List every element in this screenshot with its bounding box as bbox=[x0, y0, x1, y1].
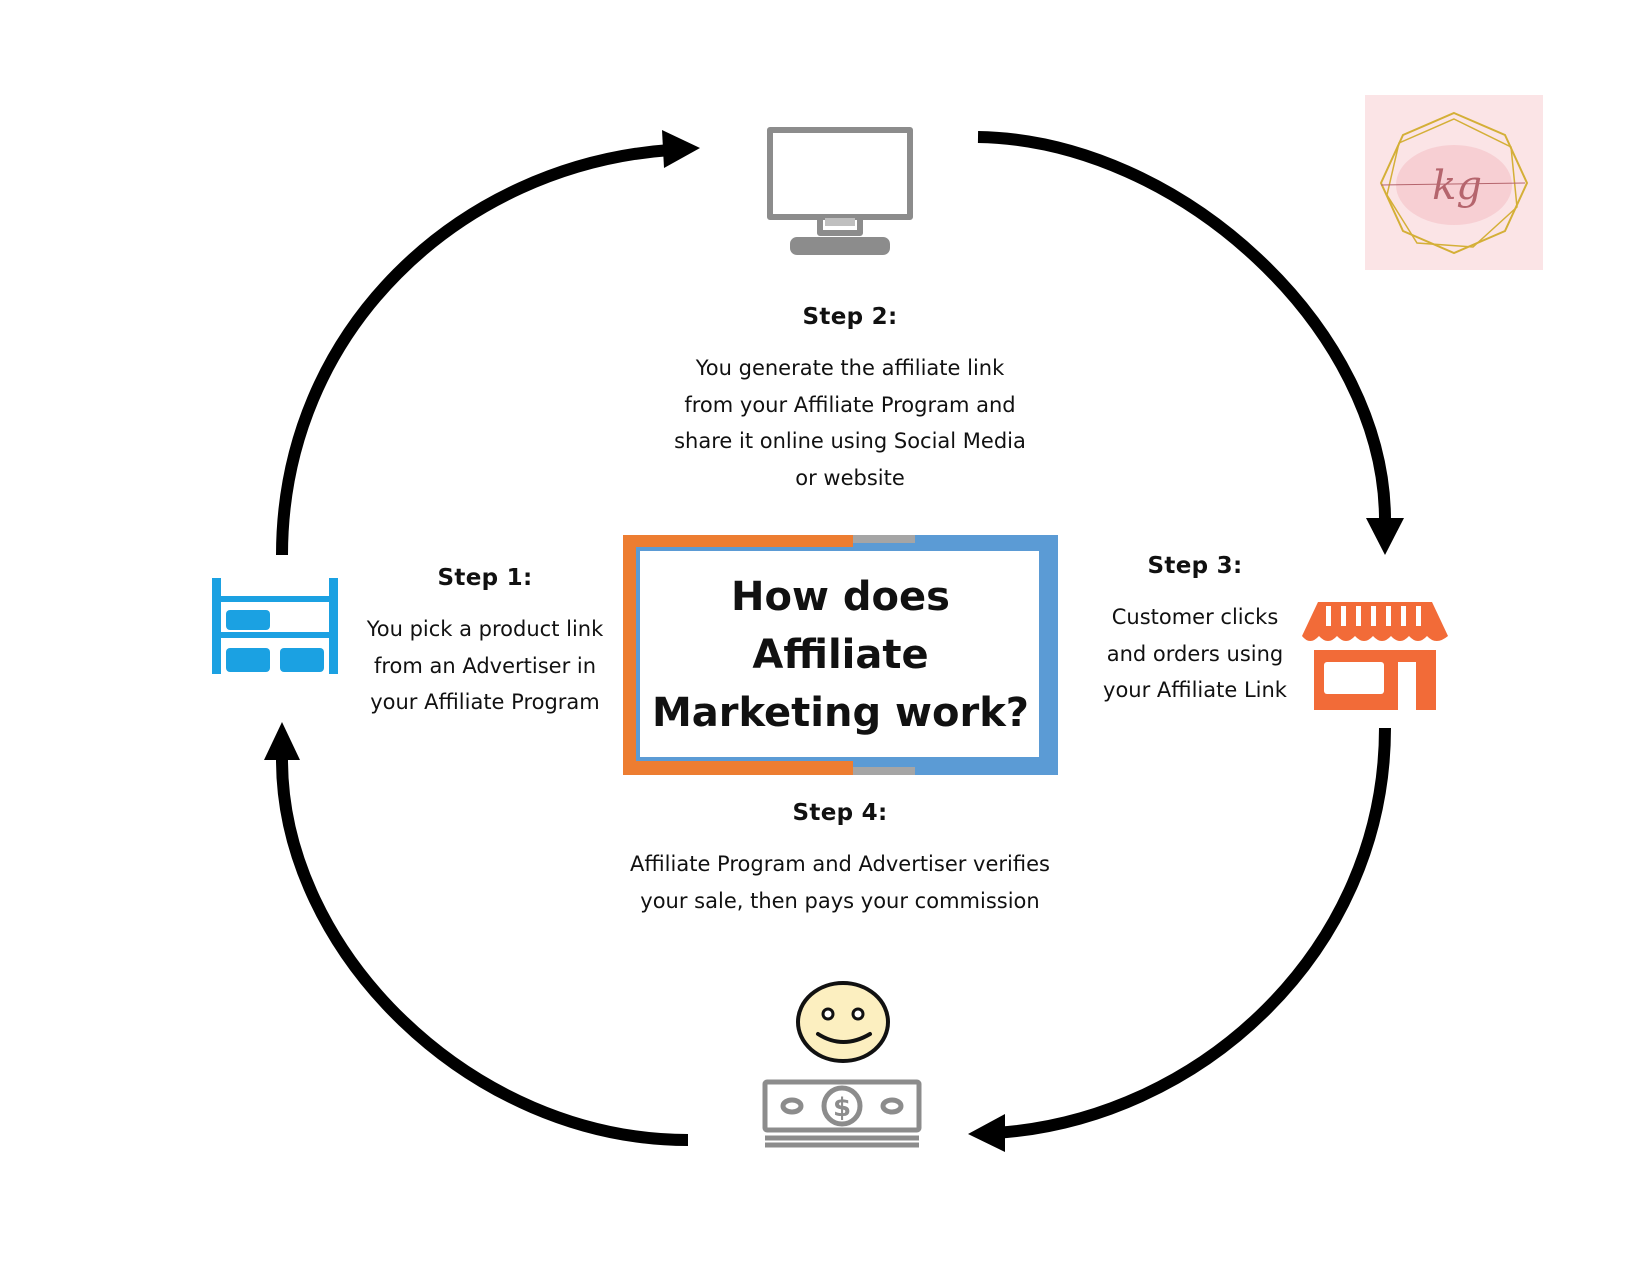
step-3-text-line: and orders using bbox=[1106, 641, 1284, 666]
step-3-text-line: your Affiliate Link bbox=[1103, 678, 1287, 702]
smiley-money-icon: $ bbox=[762, 981, 922, 1148]
arrowhead-top bbox=[662, 130, 700, 168]
money-bill-icon bbox=[762, 1079, 922, 1148]
step-3-heading: Step 3: bbox=[1147, 553, 1243, 579]
logo-text: kg bbox=[1432, 163, 1482, 209]
arrow-step2-to-step3 bbox=[977, 131, 1391, 521]
arrow-step3-to-step4 bbox=[994, 727, 1391, 1139]
step-1-heading: Step 1: bbox=[437, 565, 533, 591]
step-4-heading: Step 4: bbox=[792, 800, 888, 826]
step-1-text-line: from an Advertiser in bbox=[373, 653, 597, 678]
diagram-title: How does Affiliate Marketing work? bbox=[651, 574, 1029, 736]
step-4-text-line: Affiliate Program and Advertiser verifie… bbox=[630, 852, 1050, 876]
title-box: How does Affiliate Marketing work? bbox=[623, 535, 1058, 775]
step-2-text-line: share it online using Social Media bbox=[674, 429, 1026, 453]
arrow-step1-to-step2 bbox=[276, 144, 671, 556]
kg-logo: kg bbox=[1365, 95, 1543, 270]
svg-text:$: $ bbox=[833, 1093, 851, 1123]
step-4: Step 4: Affiliate Program and Advertiser… bbox=[610, 800, 1070, 919]
step-2-text-line: You generate the affiliate link bbox=[695, 356, 1005, 380]
step-2-text-line: or website bbox=[795, 465, 905, 490]
storefront-icon bbox=[1302, 602, 1448, 710]
arrowhead-bottom bbox=[968, 1114, 1005, 1152]
step-3: Step 3: Customer clicks and orders using… bbox=[1075, 553, 1315, 709]
step-2-text-line: from your Affiliate Program and bbox=[684, 392, 1016, 417]
step-2: Step 2: You generate the affiliate link … bbox=[660, 304, 1040, 496]
step-1-text-line: You pick a product link bbox=[366, 617, 604, 641]
step-4-text-line: your sale, then pays your commission bbox=[640, 888, 1040, 913]
step-1-text-line: your Affiliate Program bbox=[370, 690, 600, 714]
step-3-text-line: Customer clicks bbox=[1111, 605, 1279, 629]
arrowhead-left bbox=[264, 722, 300, 760]
monitor-icon bbox=[767, 127, 913, 255]
title-box-frame bbox=[623, 535, 1058, 775]
arrowhead-right bbox=[1366, 518, 1404, 555]
step-2-heading: Step 2: bbox=[802, 304, 898, 330]
step-1: Step 1: You pick a product link from an … bbox=[330, 565, 640, 721]
smiley-face-icon bbox=[796, 981, 890, 1063]
arrow-step4-to-step1 bbox=[276, 759, 689, 1146]
shelf-icon bbox=[212, 578, 338, 674]
